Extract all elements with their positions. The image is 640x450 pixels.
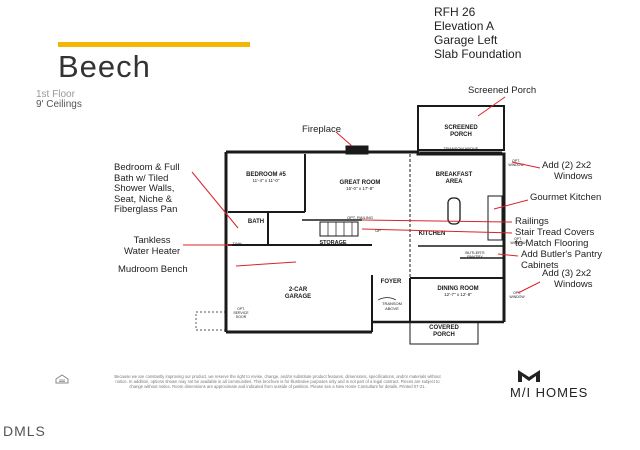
room-kitchen: KITCHEN xyxy=(419,231,446,237)
room-storage: STORAGE xyxy=(319,240,346,246)
accent-bar xyxy=(58,42,250,47)
room-covered-porch: PORCH xyxy=(433,332,455,338)
callout-line: Windows xyxy=(554,278,593,290)
callout-line: Windows xyxy=(554,170,593,182)
room-screened-porch: SCREENED xyxy=(444,125,478,131)
foyer-transom: TRANSOM xyxy=(382,301,402,306)
callout-line: Seat, Niche & xyxy=(114,193,173,205)
floor-label: 1st Floor xyxy=(36,89,75,100)
callout-line: Water Heater xyxy=(124,245,181,257)
stairs xyxy=(319,221,359,237)
callout-line: Tankless xyxy=(133,235,171,246)
screened-porch-outline xyxy=(417,105,505,151)
callout-gourmet: Gourmet Kitchen xyxy=(530,192,602,203)
opt-service-door xyxy=(195,311,227,331)
butlers-pantry-label: PANTRY xyxy=(467,254,483,259)
plan-meta: RFH 26 Elevation A Garage Left Slab Foun… xyxy=(434,5,521,61)
callout-line: Fiberglass Pan xyxy=(114,204,178,215)
opt-window-label: OPT. xyxy=(514,237,522,241)
callout-railings: Railings xyxy=(515,216,549,227)
callout-line: Cabinets xyxy=(521,259,559,271)
callout-line: Add Butler's Pantry xyxy=(521,249,603,260)
room-foyer: FOYER xyxy=(381,279,402,285)
disclaimer-text: Because we are constantly improving our … xyxy=(114,374,441,389)
opt-window-label: WINDOW xyxy=(509,295,525,299)
room-bedroom: BEDROOM #5 xyxy=(246,172,286,178)
butlers-pantry-label: BUTLER'S xyxy=(465,250,485,255)
mi-homes-logo-icon xyxy=(518,370,540,382)
opt-service-door-label: OPT. xyxy=(237,307,245,311)
foyer-transom: ABOVE xyxy=(385,306,399,311)
meta-line: Garage Left xyxy=(434,33,498,47)
callout-butlers: Add Butler's Pantry Cabinets xyxy=(521,249,603,271)
callout-line: Bedroom & Full xyxy=(114,162,180,173)
callout-fireplace: Fireplace xyxy=(302,124,342,135)
brand-name: M/I HOMES xyxy=(510,385,589,400)
meta-line: RFH 26 xyxy=(434,5,476,19)
foyer-door xyxy=(377,297,397,301)
covered-porch-outline xyxy=(409,321,479,345)
callout-line: Bath w/ Tiled xyxy=(114,172,169,184)
callout-windows-3: Add (3) 2x2 Windows xyxy=(542,268,593,290)
opt-service-door-label: DOOR xyxy=(236,315,247,319)
callout-line: Add (3) 2x2 xyxy=(542,268,592,279)
room-great-room: GREAT ROOM xyxy=(340,180,381,186)
callout-mudroom: Mudroom Bench xyxy=(118,264,188,275)
plan-title: Beech xyxy=(58,49,151,84)
equal-housing-icon xyxy=(55,374,69,384)
room-breakfast: BREAKFAST xyxy=(436,172,473,178)
meta-line: Slab Foundation xyxy=(434,47,522,61)
room-garage: 2-CAR xyxy=(289,287,308,293)
transom-above: TRANSOM ABOVE xyxy=(444,146,479,151)
callout-bedroom-bath: Bedroom & Full Bath w/ Tiled Shower Wall… xyxy=(114,162,180,216)
room-breakfast: AREA xyxy=(445,179,463,185)
room-bedroom-dim: 11'-4" x 11'-0" xyxy=(252,178,279,183)
callout-line: Stair Tread Covers xyxy=(515,227,595,238)
opt-window-label: WINDOW xyxy=(510,241,526,245)
plan-walls xyxy=(195,105,506,345)
opt-window-label: OPT. xyxy=(512,159,520,163)
room-garage: GARAGE xyxy=(285,294,311,300)
callout-screened-porch: Screened Porch xyxy=(468,85,537,96)
room-bath: BATH xyxy=(248,219,264,225)
callout-line: to Match Flooring xyxy=(515,237,589,249)
fireplace xyxy=(345,145,369,155)
callout-line: Add (2) 2x2 xyxy=(542,160,592,171)
room-great-room-dim: 15'-0" x 17'-8" xyxy=(346,186,374,191)
opt-window-label: OPT. xyxy=(513,291,521,295)
watermark-text: DMLS xyxy=(3,423,46,439)
kitchen-island xyxy=(447,197,461,225)
callout-line: Shower Walls, xyxy=(114,183,175,194)
room-dining-dim: 12'-7" x 12'-8" xyxy=(444,292,472,297)
opt-railing: OPT. RAILING xyxy=(347,215,373,220)
callout-stair: Stair Tread Covers to Match Flooring xyxy=(515,227,595,249)
meta-line: Elevation A xyxy=(434,19,495,33)
kitchen-cabinets xyxy=(487,195,503,241)
room-dining: DINING ROOM xyxy=(437,286,478,292)
room-screened-porch: PORCH xyxy=(450,132,472,138)
opt-window-label: WINDOW xyxy=(508,163,524,167)
room-labels: SCREENED PORCH TRANSOM ABOVE BEDROOM #5 … xyxy=(232,125,526,338)
ceiling-label: 9' Ceilings xyxy=(36,99,82,110)
annotation-arrows xyxy=(183,96,541,294)
twh-label: TWH xyxy=(232,241,241,246)
callout-tankless: Tankless Water Heater xyxy=(124,235,181,257)
opt-service-door-label: SERVICE xyxy=(233,311,249,315)
stair-up: UP xyxy=(375,228,381,233)
callout-windows-2: Add (2) 2x2 Windows xyxy=(542,160,593,182)
room-covered-porch: COVERED xyxy=(429,325,459,331)
